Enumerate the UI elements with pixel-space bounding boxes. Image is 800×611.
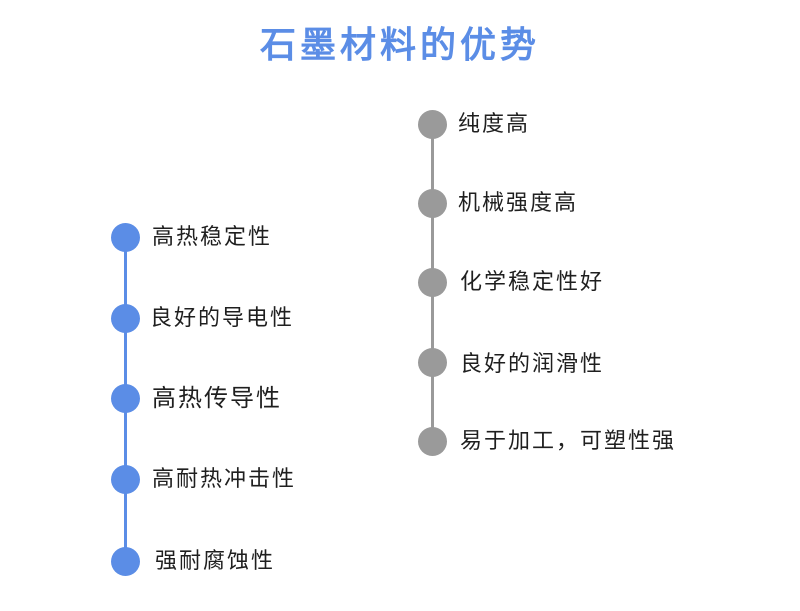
right-bullet-dot <box>418 268 447 297</box>
left-bullet-dot <box>111 465 140 494</box>
right-bullet-dot <box>418 189 447 218</box>
left-bullet-dot <box>111 304 140 333</box>
right-bullet-dot <box>418 110 447 139</box>
left-item-label: 良好的导电性 <box>150 306 295 331</box>
right-item-label: 纯度高 <box>458 112 531 137</box>
left-item-label: 高耐热冲击性 <box>152 467 297 492</box>
right-item-label: 良好的润滑性 <box>460 352 605 377</box>
right-bullet-dot <box>418 348 447 377</box>
left-bullet-dot <box>111 547 140 576</box>
left-bullet-dot <box>111 223 140 252</box>
right-item-label: 化学稳定性好 <box>460 270 605 295</box>
page-title: 石墨材料的优势 <box>259 25 540 66</box>
left-bullet-dot <box>111 384 140 413</box>
right-bullet-dot <box>418 427 447 456</box>
left-item-label: 高热传导性 <box>152 384 282 412</box>
right-item-label: 机械强度高 <box>458 191 579 216</box>
left-item-label: 强耐腐蚀性 <box>155 549 276 574</box>
right-item-label: 易于加工，可塑性强 <box>460 429 677 454</box>
left-item-label: 高热稳定性 <box>152 225 273 250</box>
